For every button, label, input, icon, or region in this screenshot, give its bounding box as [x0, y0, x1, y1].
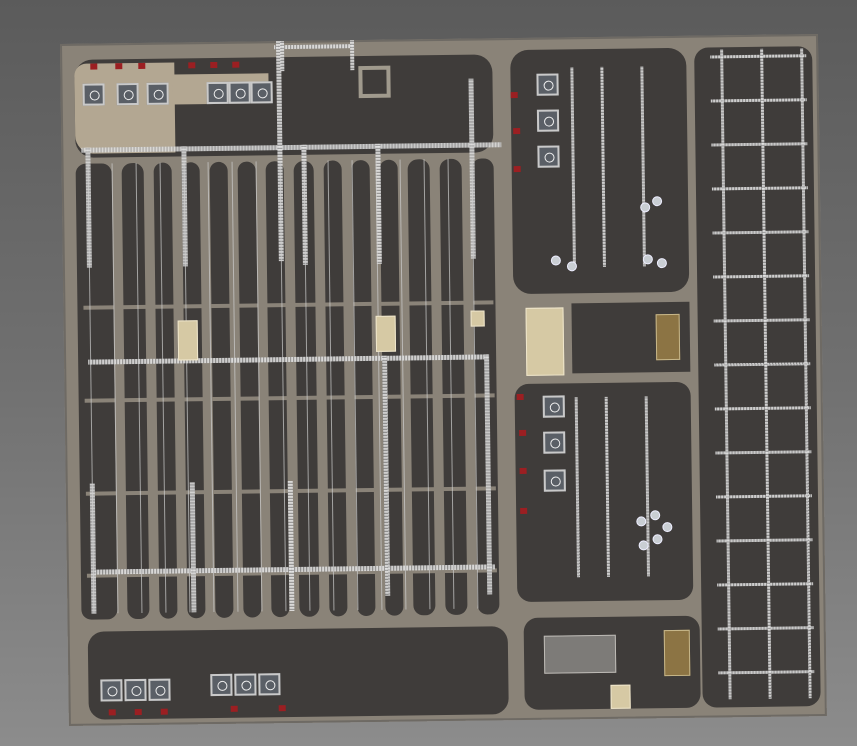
reactor — [652, 534, 663, 545]
transformer — [82, 83, 105, 106]
transformer — [148, 678, 171, 701]
transformer — [537, 145, 560, 168]
vertical-gantry — [287, 480, 295, 612]
transformer-gravel-area — [74, 62, 176, 154]
building — [470, 310, 485, 327]
transformer-marker — [115, 63, 123, 70]
bay-strip — [75, 163, 118, 620]
substation-site-plate — [60, 34, 827, 726]
building — [655, 313, 681, 361]
reactor — [566, 261, 578, 272]
reactor — [550, 255, 561, 266]
transformer — [210, 673, 233, 697]
building — [543, 634, 617, 674]
transformer — [536, 109, 560, 132]
control-square — [358, 65, 391, 99]
transformer — [124, 678, 147, 702]
horizontal-gantry — [274, 44, 355, 50]
building — [177, 320, 199, 361]
transformer-marker — [513, 127, 521, 135]
transformer — [206, 81, 229, 105]
transformer — [543, 469, 566, 492]
reactor — [642, 254, 653, 265]
reactor — [652, 196, 663, 207]
transformer-marker — [188, 62, 196, 69]
transformer-marker — [232, 61, 240, 68]
transformer-marker — [278, 705, 286, 712]
reactor — [656, 258, 667, 269]
transformer — [258, 673, 281, 696]
transformer-marker — [160, 708, 168, 715]
transformer-marker — [138, 62, 146, 69]
transformer-marker — [516, 393, 524, 401]
transformer-marker — [520, 507, 528, 515]
transformer — [146, 82, 169, 105]
transformer-marker — [519, 429, 527, 437]
transformer-marker — [90, 63, 98, 70]
building — [663, 629, 691, 677]
transformer-marker — [134, 708, 142, 716]
transformer-marker — [510, 92, 518, 99]
transformer — [542, 395, 565, 418]
reactor — [636, 516, 647, 527]
bay-strip — [407, 159, 436, 616]
transformer — [116, 82, 139, 106]
transformer — [536, 73, 559, 96]
vertical-gantry — [279, 41, 285, 72]
transformer-marker — [519, 467, 527, 475]
transformer-marker — [210, 61, 218, 69]
reactor — [650, 510, 661, 521]
busbar — [231, 161, 239, 612]
control-building — [525, 307, 565, 376]
bottom-left-yard — [87, 626, 509, 720]
bay-strip — [323, 160, 348, 617]
transformer — [543, 431, 566, 454]
vertical-gantry — [349, 40, 355, 71]
transformer — [250, 81, 273, 104]
transformer-marker — [230, 705, 238, 712]
transformer — [234, 673, 257, 696]
transformer — [100, 679, 123, 702]
building — [375, 315, 397, 352]
building — [610, 684, 631, 709]
reactor — [638, 540, 649, 551]
transformer-marker — [108, 709, 116, 716]
reactor — [640, 202, 651, 213]
transformer-marker — [513, 165, 521, 173]
reactor — [662, 522, 673, 533]
transformer — [228, 81, 251, 104]
